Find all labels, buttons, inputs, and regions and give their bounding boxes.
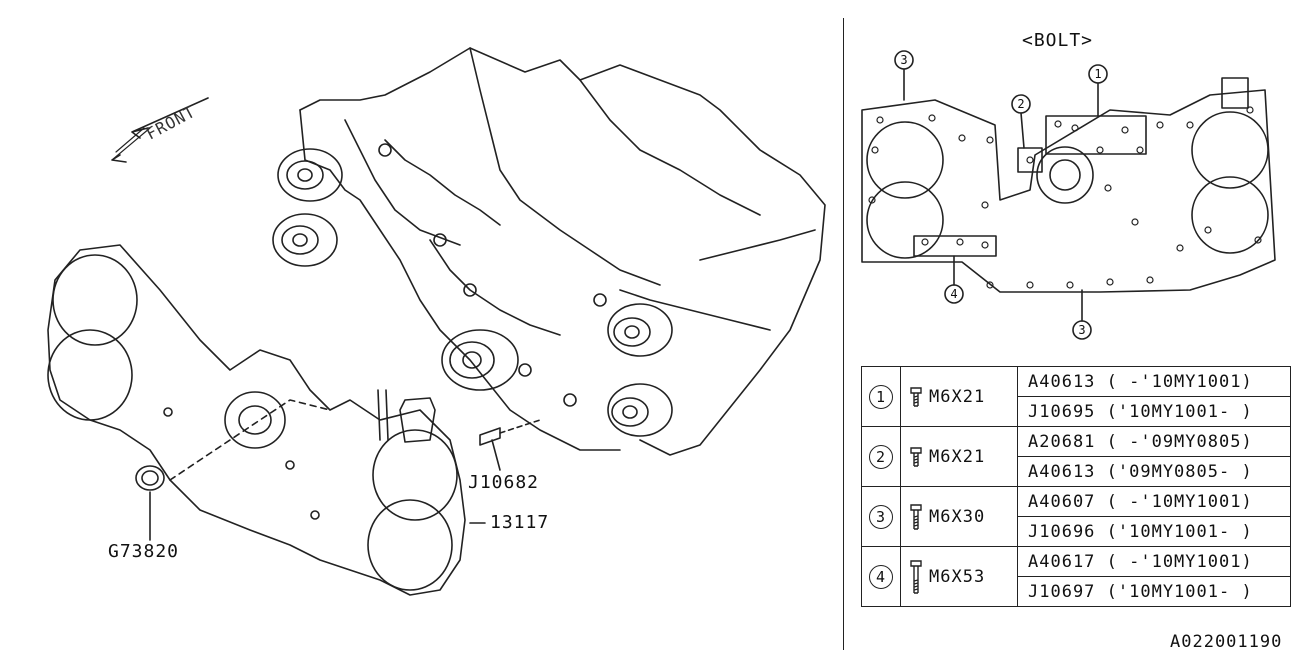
table-row: J10697 ('10MY1001- ) [862,576,1291,607]
part-number: A40607 ( -'10MY1001) [1017,486,1291,517]
callout-g73820: G73820 [108,541,180,562]
table-row: 2 M6X21 A20681 ( -'09MY0805) [861,426,1291,487]
table-row: 4 M6X53 A40617 ( -'10MY1001) [861,546,1291,607]
engine-block [272,47,826,456]
part-number: J10695 ('10MY1001- ) [1017,396,1291,427]
table-row: 3 M6X30 A40607 ( -'10MY1001) [861,486,1291,547]
part-number: A40613 ( -'10MY1001) [1017,366,1291,397]
bolt-short-icon [910,386,922,407]
seal-ring-icon [135,465,165,541]
row-number-cell: 4 [861,546,901,607]
bolt-table: 1 M6X21 A40613 ( -'10MY1001) J10695 ('10… [861,366,1291,607]
bolt-spec: M6X53 [929,566,986,587]
part-number: A20681 ( -'09MY0805) [1017,426,1291,457]
callout-j10682: J10682 [468,472,540,493]
part-number: J10697 ('10MY1001- ) [1017,576,1291,607]
bolt-spec: M6X21 [929,446,986,467]
part-number: A40617 ( -'10MY1001) [1017,546,1291,577]
bolt-callout-3a: 3 [900,53,907,67]
callout-13117: 13117 [490,512,550,533]
row-number-cell: 2 [861,426,901,487]
row-number: 4 [869,564,893,589]
row-number-cell: 1 [861,366,901,427]
part-number: A40613 ('09MY0805- ) [1017,456,1291,487]
table-row: 1 M6X21 A40613 ( -'10MY1001) [861,366,1291,427]
bolt-spec-cell: M6X21 [900,426,1018,487]
part-number: J10696 ('10MY1001- ) [1017,516,1291,547]
bolt-callout-4: 4 [950,287,957,301]
diagram-reference-code: A022001190 [1170,632,1283,652]
row-number: 1 [869,384,893,409]
bolt-section-title: <BOLT> [1022,30,1094,51]
bolt-location-diagram [861,50,1276,340]
bolt-callout-1: 1 [1094,67,1101,81]
front-arrow-icon [111,97,209,163]
bolt-spec-cell: M6X53 [900,546,1018,607]
bolt-spec-cell: M6X30 [900,486,1018,547]
bolt-spec-cell: M6X21 [900,366,1018,427]
bolt-long-icon [910,559,922,594]
section-divider [843,18,844,650]
front-label: FRONT [143,102,199,144]
bolt-medium-icon [910,503,922,530]
row-number: 3 [869,504,893,529]
table-row: J10695 ('10MY1001- ) [862,396,1291,427]
row-number: 2 [869,444,893,469]
bolt-spec: M6X21 [929,386,986,407]
timing-belt-cover [47,244,466,596]
bolt-callout-2: 2 [1017,97,1024,111]
bolt-spec: M6X30 [929,506,986,527]
row-number-cell: 3 [861,486,901,547]
bolt-short-icon [910,446,922,467]
bolt-callout-3b: 3 [1078,323,1085,337]
